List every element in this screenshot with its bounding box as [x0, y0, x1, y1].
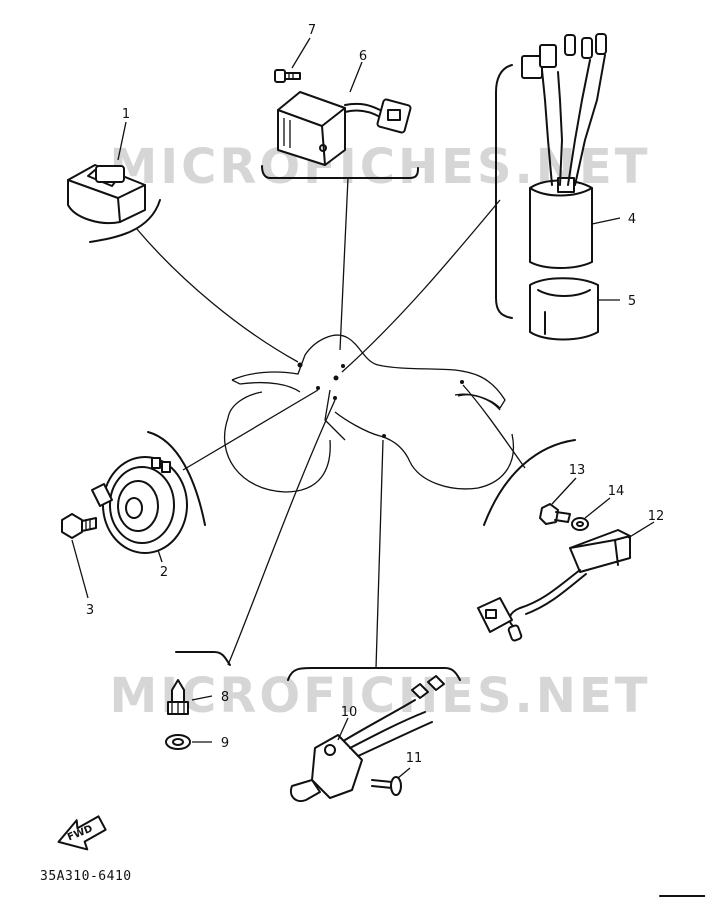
- part-4-cdi-unit[interactable]: [521, 33, 621, 269]
- callout-11: 11: [406, 751, 423, 766]
- callout-9: 9: [221, 736, 229, 751]
- part-8-neutral-switch[interactable]: [167, 679, 213, 715]
- part-6-flasher[interactable]: [277, 61, 412, 166]
- callout-3: 3: [86, 603, 94, 618]
- part-12-regulator[interactable]: [477, 521, 655, 642]
- callout-2: 2: [160, 565, 168, 580]
- callout-10: 10: [341, 705, 358, 720]
- group-brackets: [89, 64, 576, 681]
- part-7-screw[interactable]: [274, 37, 311, 83]
- part-2-horn[interactable]: [91, 456, 188, 563]
- callout-7: 7: [308, 23, 316, 38]
- callout-labels: 1 2 3 4 5 6 7 8 9 10 11 12 13 14: [86, 23, 664, 766]
- part-1-relay[interactable]: [67, 121, 146, 224]
- fwd-arrow-icon: FWD: [57, 815, 107, 851]
- part-3-bolt[interactable]: [61, 513, 97, 599]
- part-10-main-switch[interactable]: [290, 675, 445, 802]
- part-9-gasket[interactable]: [165, 734, 212, 750]
- leader-lines: [135, 177, 526, 669]
- callout-14: 14: [608, 484, 625, 499]
- motorcycle-outline: [223, 334, 514, 493]
- part-11-screw[interactable]: [371, 767, 411, 796]
- callout-4: 4: [628, 212, 636, 227]
- part-5-rubber-cover[interactable]: [529, 277, 620, 341]
- watermark-bottom: MICROFICHES.NET: [110, 668, 651, 724]
- callout-5: 5: [628, 294, 636, 309]
- callout-13: 13: [569, 463, 586, 478]
- part-14-washer[interactable]: [571, 497, 611, 531]
- callout-1: 1: [122, 107, 130, 122]
- part-13-bolt[interactable]: [539, 477, 577, 525]
- callout-12: 12: [648, 509, 665, 524]
- callout-6: 6: [359, 49, 367, 64]
- part-code: 35A310-6410: [40, 869, 132, 884]
- callout-8: 8: [221, 690, 229, 705]
